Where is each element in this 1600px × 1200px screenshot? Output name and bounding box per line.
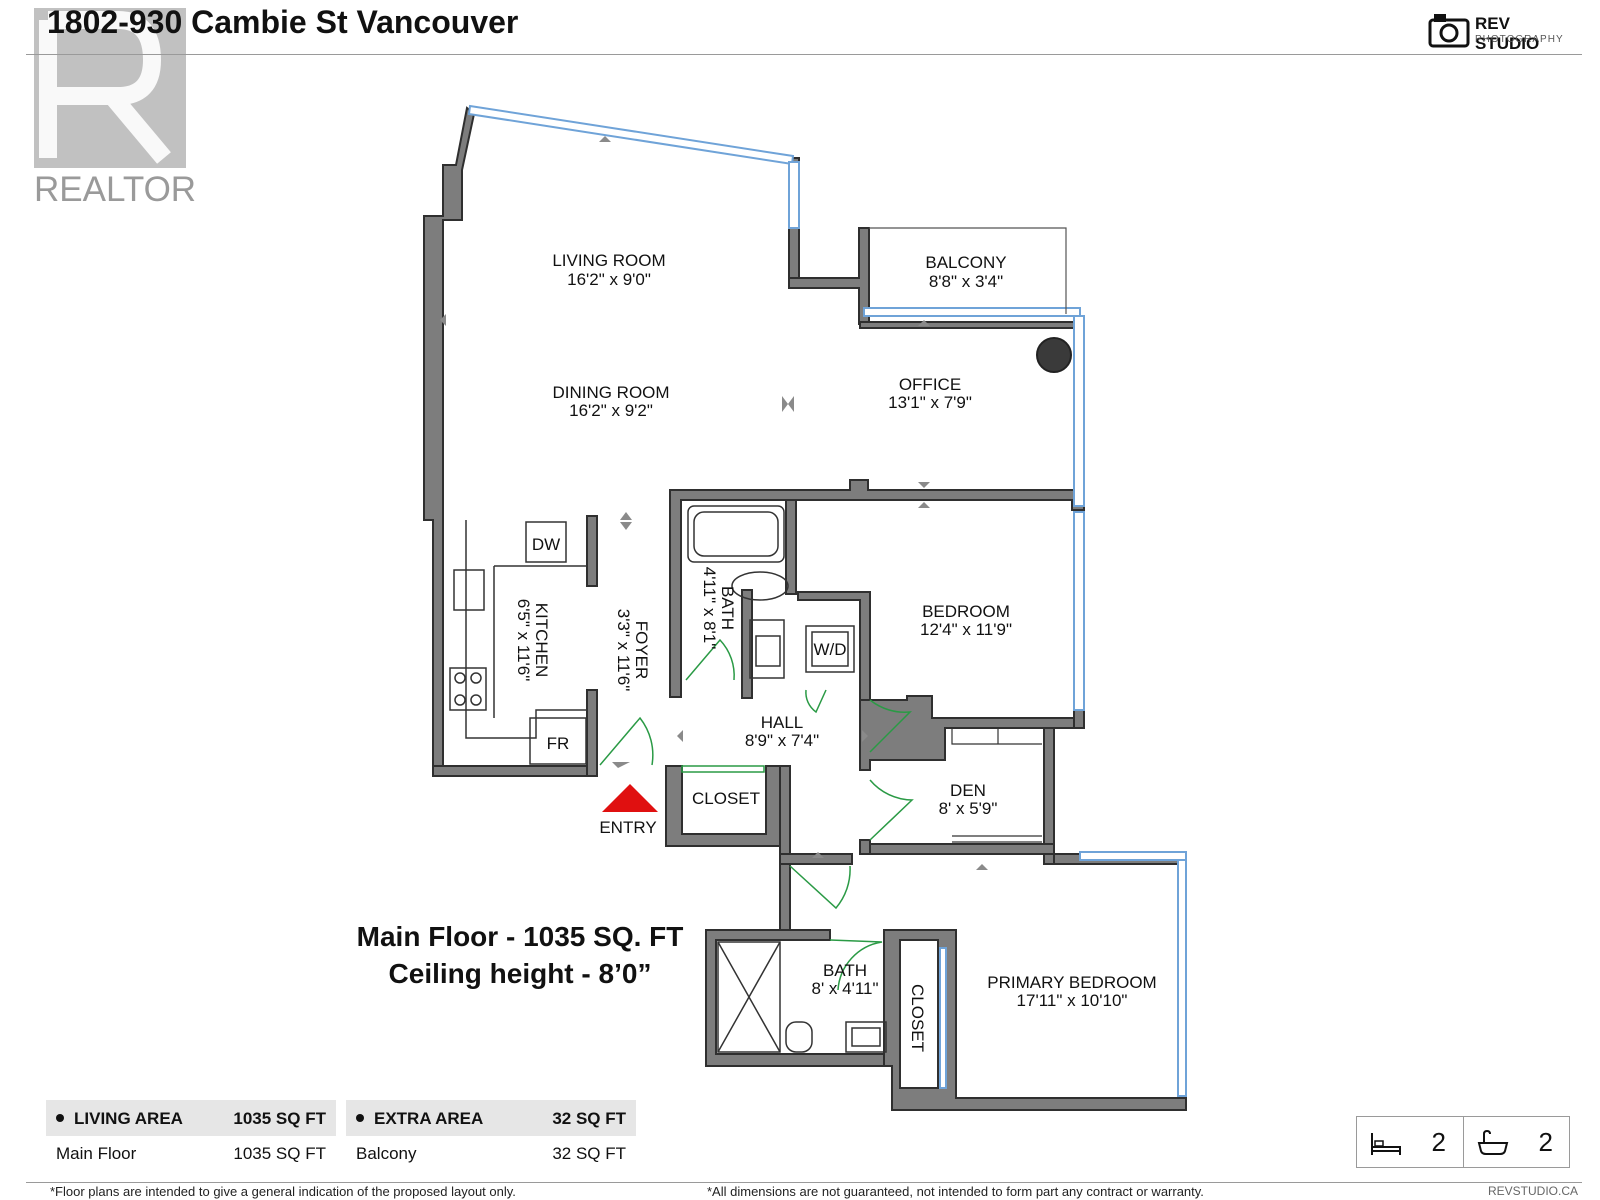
floor-summary: Main Floor - 1035 SQ. FT Ceiling height … — [300, 918, 740, 992]
room-labels: LIVING ROOM 16'2" x 9'0" BALCONY 8'8" x … — [514, 251, 1157, 1052]
room-name: DEN — [950, 781, 986, 800]
fixture-labels: DW FR W/D CLOSET ENTRY — [532, 535, 847, 837]
windows — [467, 104, 1187, 1097]
living-area-header — [46, 1100, 336, 1136]
closet-label: CLOSET — [908, 984, 927, 1052]
room-counts: 2 2 — [1356, 1116, 1570, 1168]
extra-area-row-label: Balcony — [356, 1144, 417, 1163]
bedroom-count: 2 — [1357, 1117, 1462, 1167]
room-dims: 8'9" x 7'4" — [745, 731, 819, 750]
room-name: OFFICE — [899, 375, 961, 394]
bath1-fixtures — [687, 505, 789, 679]
brand-sub: PHOTOGRAPHY — [1475, 34, 1564, 45]
bathroom-count: 2 — [1463, 1117, 1569, 1167]
entry-label: ENTRY — [599, 818, 656, 837]
entry-marker — [602, 784, 658, 812]
extra-area-table: EXTRA AREA 32 SQ FT Balcony 32 SQ FT — [346, 1100, 636, 1180]
living-area-heading: LIVING AREA — [56, 1109, 183, 1129]
bed-icon — [1371, 1133, 1401, 1155]
room-name: BALCONY — [925, 253, 1006, 272]
column-icon — [1036, 337, 1072, 373]
room-dims: 16'2" x 9'0" — [567, 270, 651, 289]
bedroom-count-value: 2 — [1431, 1127, 1446, 1157]
bathtub-icon — [1477, 1129, 1509, 1155]
room-dims: 12'4" x 11'9" — [920, 620, 1012, 639]
extra-area-row-value: 32 SQ FT — [552, 1144, 626, 1163]
fridge-label: FR — [547, 734, 570, 753]
room-dims: 17'11" x 10'10" — [1017, 991, 1128, 1010]
room-dims: 8' x 4'11" — [811, 979, 878, 998]
room-dims: 13'1" x 7'9" — [888, 393, 972, 412]
den-fixtures — [951, 728, 1042, 843]
room-dims: 3'3" x 11'6" — [614, 609, 633, 692]
footer-disclaimer-left: *Floor plans are intended to give a gene… — [50, 1184, 516, 1199]
room-name: LIVING ROOM — [552, 251, 665, 270]
room-dims: 8'8" x 3'4" — [929, 272, 1003, 291]
room-name: PRIMARY BEDROOM — [987, 973, 1156, 992]
brand-name: REV STUDIO — [1475, 14, 1540, 53]
bullet-icon — [56, 1113, 64, 1122]
room-name: BATH — [823, 961, 867, 980]
washer-dryer — [805, 625, 855, 673]
header-divider — [26, 54, 1582, 55]
footer-website: REVSTUDIO.CA — [1487, 1184, 1578, 1198]
room-name: DINING ROOM — [552, 383, 669, 402]
living-area-total: 1035 SQ FT — [233, 1109, 326, 1128]
balcony-outline — [869, 227, 1067, 314]
doors — [599, 638, 914, 991]
room-dims: 6'5" x 11'6" — [514, 599, 533, 682]
bath2-fixtures — [717, 941, 887, 1053]
room-dims: 4'11" x 8'1" — [700, 567, 719, 650]
room-name: FOYER — [632, 621, 651, 680]
room-name: BEDROOM — [922, 602, 1010, 621]
dishwasher-label: DW — [532, 535, 560, 554]
living-area-row-label: Main Floor — [56, 1144, 137, 1163]
listing-title: 1802-930 Cambie St Vancouver — [47, 4, 519, 40]
realtor-word: REALTOR — [34, 170, 197, 209]
realtor-r-icon — [39, 11, 171, 164]
extra-area-heading: EXTRA AREA — [356, 1109, 483, 1129]
dimension-marks — [440, 136, 988, 870]
bullet-icon — [356, 1113, 364, 1122]
room-name: HALL — [761, 713, 804, 732]
extra-area-header — [346, 1100, 636, 1136]
main-floor-area: Main Floor - 1035 SQ. FT — [356, 921, 684, 952]
living-area-row-value: 1035 SQ FT — [233, 1144, 326, 1163]
footer-disclaimer-center: *All dimensions are not guaranteed, not … — [707, 1184, 1204, 1199]
living-area-table: LIVING AREA 1035 SQ FT Main Floor 1035 S… — [46, 1100, 336, 1180]
rev-studio-logo: REV STUDIO PHOTOGRAPHY — [1428, 12, 1578, 53]
room-dims: 16'2" x 9'2" — [569, 401, 653, 420]
closet-label: CLOSET — [692, 789, 760, 808]
realtor-logo: REALTOR — [34, 8, 204, 209]
extra-area-total: 32 SQ FT — [552, 1109, 626, 1128]
ceiling-height: Ceiling height - 8’0” — [388, 958, 652, 989]
room-dims: 8' x 5'9" — [939, 799, 998, 818]
washer-dryer-label: W/D — [813, 640, 846, 659]
room-name: KITCHEN — [532, 603, 551, 678]
kitchen-fixtures — [449, 520, 587, 765]
bathroom-count-value: 2 — [1538, 1127, 1553, 1157]
footer-divider — [26, 1182, 1582, 1183]
room-name: BATH — [718, 586, 737, 630]
camera-icon — [1428, 14, 1470, 48]
